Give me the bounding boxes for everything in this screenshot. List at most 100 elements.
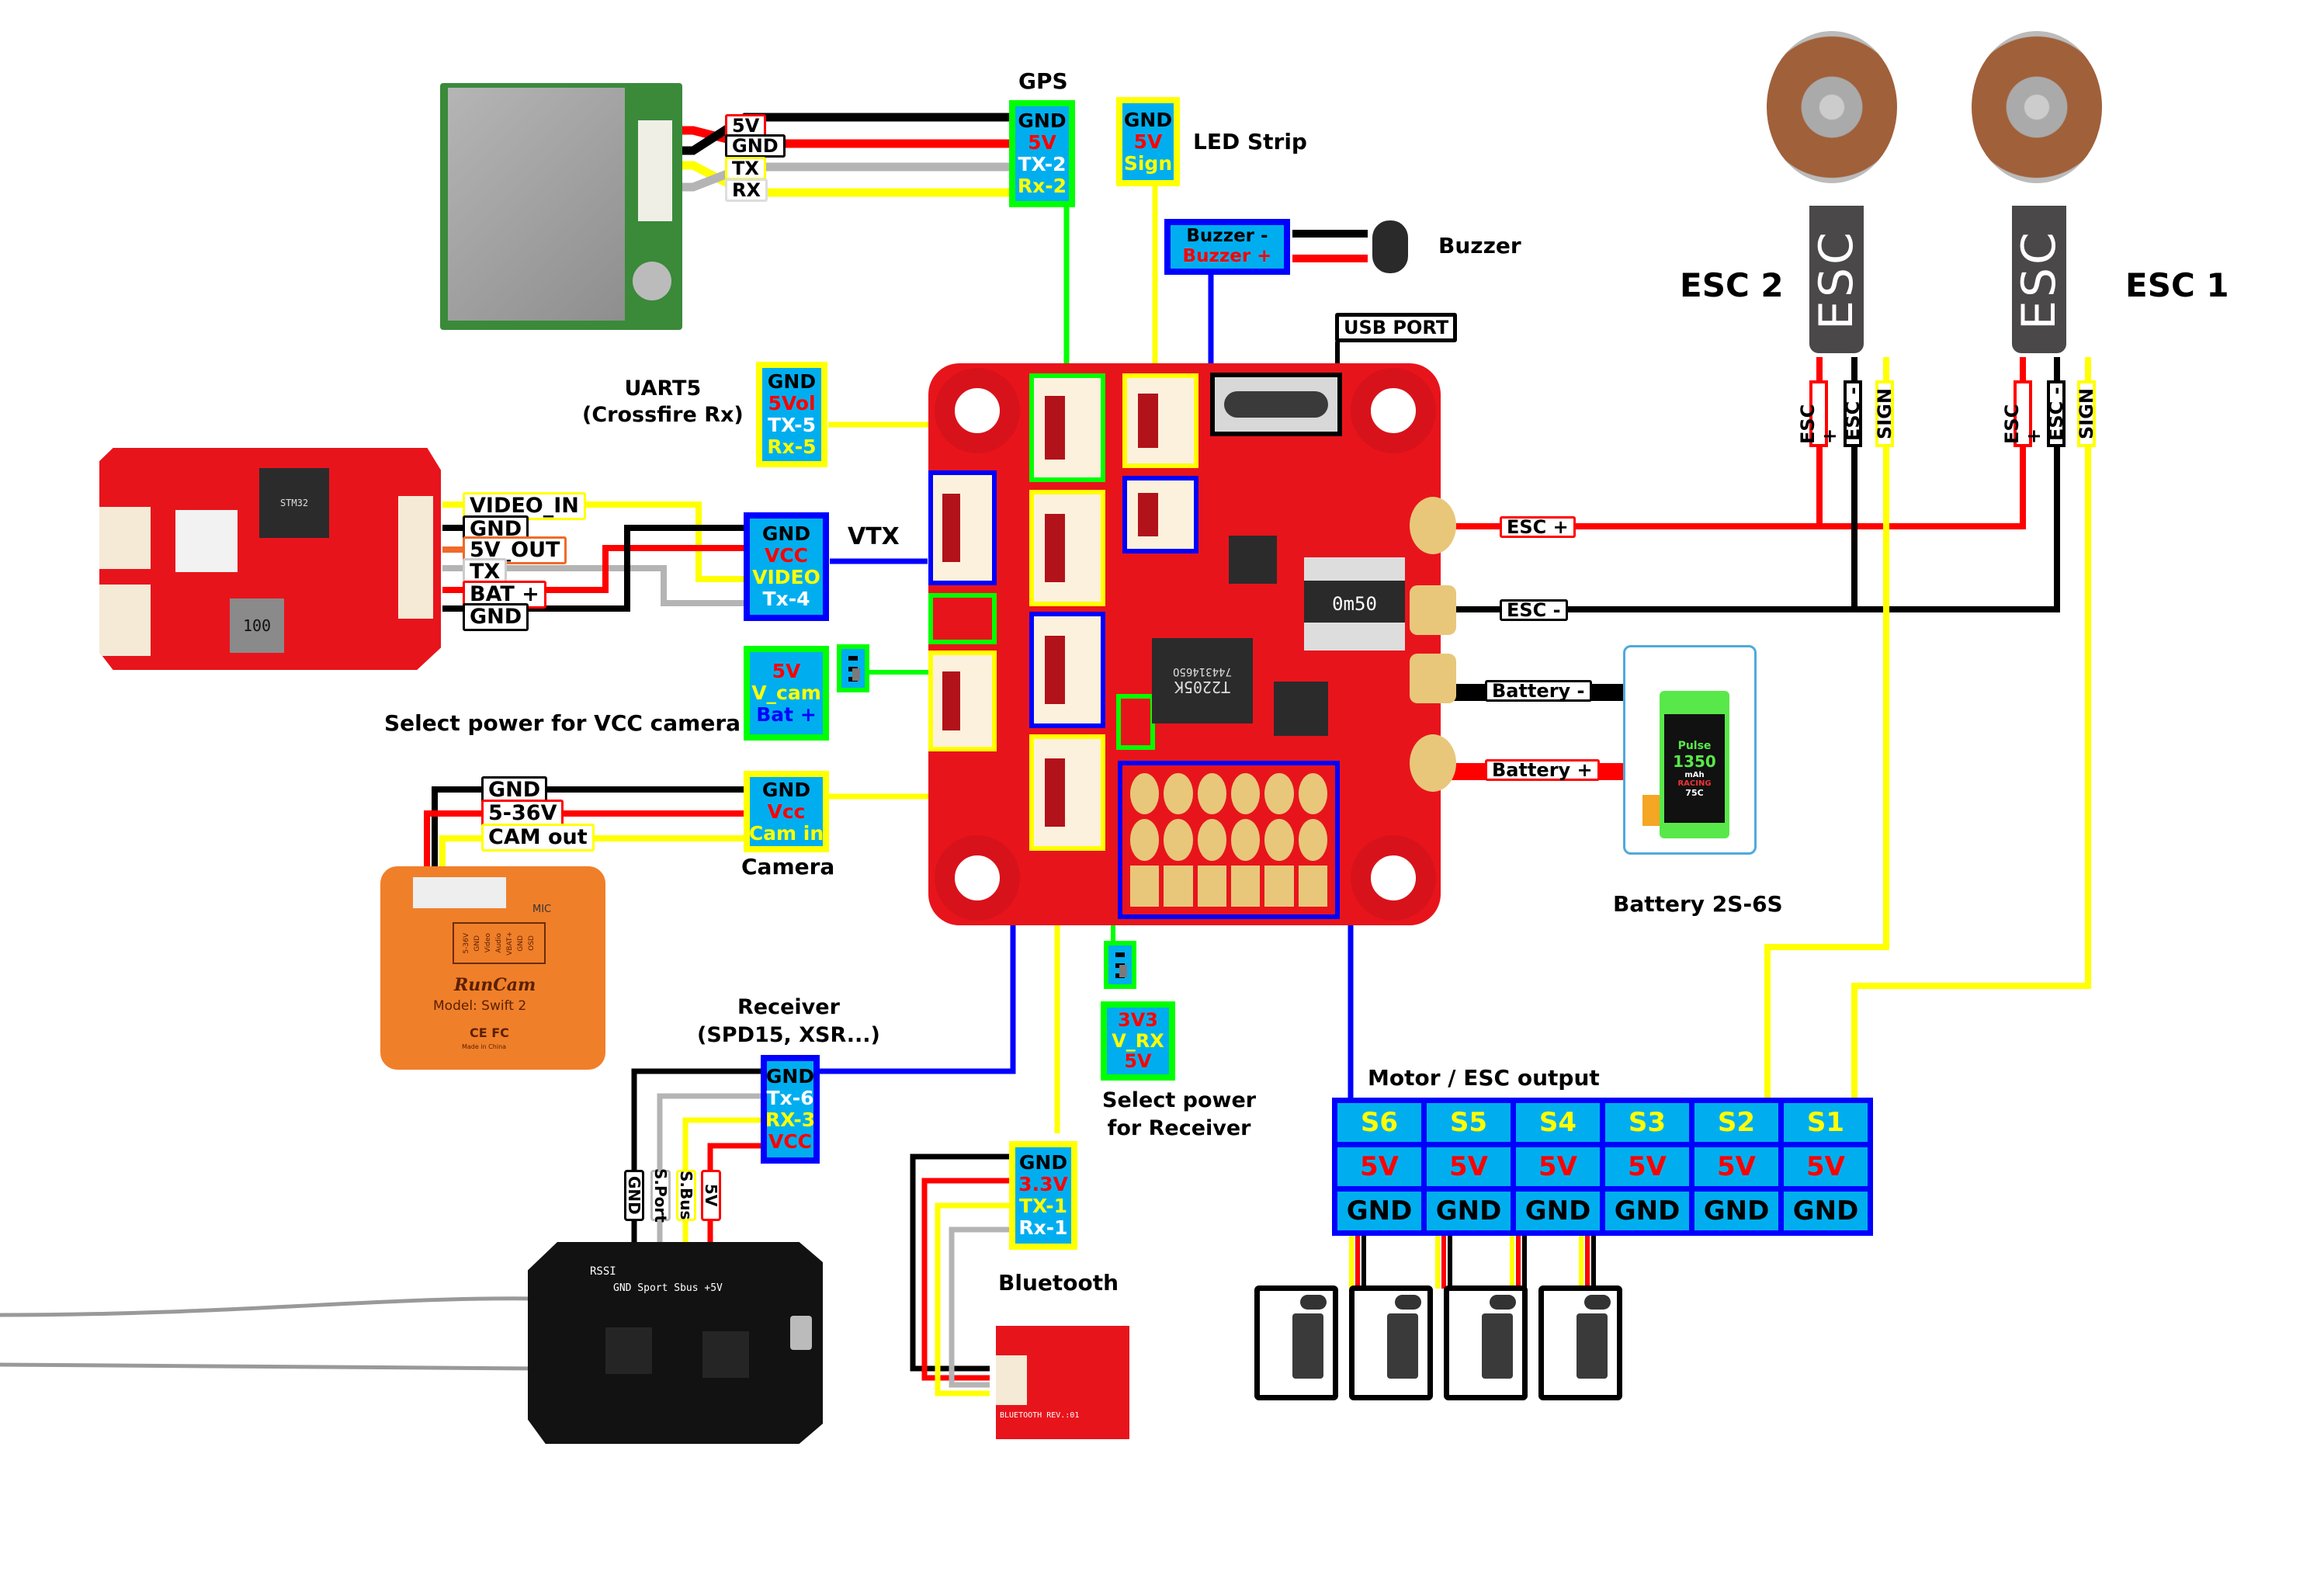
battery-pack: Pulse 1350 mAh RACING 75C: [1660, 691, 1729, 838]
battery-title: Battery 2S-6S: [1613, 891, 1783, 917]
gps-pin-tx: TX-2: [1018, 153, 1067, 175]
gps-pin-5v: 5V: [1028, 131, 1056, 154]
esc-1-label-plus: ESC +: [2001, 380, 2045, 447]
receiver-pin-vcc: VCC: [768, 1130, 813, 1153]
fc-pad-bat-out: [1410, 497, 1456, 554]
motor-output-gnd-2: GND: [1421, 1186, 1516, 1236]
esc-2-label-sign: SIGN: [1874, 380, 1896, 447]
esc-minus-label: ESC -: [1500, 599, 1568, 621]
battery-capacity: 1350: [1673, 751, 1716, 771]
receiver-chip-1: [605, 1327, 652, 1374]
fc-inductor: T2205K 74431465O: [1152, 638, 1253, 723]
fc-port-bluetooth: [1029, 734, 1105, 851]
motor-output-gnd-4: GND: [1600, 1186, 1694, 1236]
led-pin-box: GND 5V Sign: [1116, 97, 1180, 186]
receiver-pin-tx: Tx-6: [766, 1087, 814, 1109]
fc-usb-port: [1210, 373, 1342, 436]
cam-wire-gnd: [432, 786, 744, 893]
mount-hole-tr: [1351, 368, 1436, 453]
esc-2-title: ESC 2: [1680, 266, 1784, 304]
bluetooth-pin-gnd: GND: [1018, 1151, 1068, 1174]
fc-port-gps: [1029, 373, 1105, 482]
vtx-wire-label-gnd2: GND: [463, 603, 529, 631]
bluetooth-pin-33v: 3.3V: [1018, 1173, 1068, 1195]
bluetooth-pin-tx: TX-1: [1018, 1195, 1068, 1217]
fc-port-uart5: [1029, 490, 1105, 606]
camera-pin-print-2: GND: [473, 935, 481, 952]
motor-output-table: S6 S5 S4 S3 S2 S1 5V 5V 5V 5V 5V 5V GND …: [1332, 1098, 1873, 1236]
servo-3: [1444, 1285, 1528, 1400]
rxpower-title-line2: for Receiver: [1107, 1116, 1251, 1140]
campower-title: Select power for VCC camera: [384, 710, 741, 736]
receiver-pin-print: GND Sport Sbus +5V: [613, 1282, 723, 1294]
vtx-wire-gnd2: [442, 525, 744, 612]
esc-2-label-minus: ESC -: [1842, 380, 1864, 447]
vtx-led: [175, 510, 238, 572]
esc2-sign-wire: [1764, 357, 1889, 1102]
rxpower-title: Select power for Receiver: [1102, 1087, 1256, 1143]
campower-pin-bat: Bat +: [756, 703, 817, 726]
rxpower-title-line1: Select power: [1102, 1088, 1257, 1112]
receiver-rssi-label: RSSI: [590, 1265, 616, 1278]
uart5-pin-rx: Rx-5: [767, 435, 817, 458]
gps-pin-rx: Rx-2: [1017, 175, 1067, 197]
esc-minus-wire: [1436, 357, 2060, 612]
esc-2-body-label: ESC: [1809, 229, 1864, 330]
campower-pin-box: 5V V_cam Bat +: [744, 646, 829, 741]
motor-output-gnd-3: GND: [1511, 1186, 1605, 1236]
uart5-title-line1: UART5: [624, 376, 702, 401]
esc-2-body: ESC: [1809, 206, 1864, 353]
motor-output-5v-6: 5V: [1778, 1142, 1873, 1192]
campower-pin-vcam: V_cam: [751, 682, 821, 704]
motor-output-s1: S1: [1778, 1098, 1873, 1147]
camera-pin-print-6: GND: [517, 935, 525, 952]
esc-plus-wire: [1436, 357, 2026, 529]
mount-hole-tl: [935, 368, 1020, 453]
vtx-wire-label-5vout: 5V_OUT: [463, 536, 567, 564]
receiver-title-line2: (SPD15, XSR...): [697, 1023, 880, 1047]
servo-1: [1254, 1285, 1338, 1400]
motor-output-s4: S4: [1511, 1098, 1605, 1147]
esc-plus-label: ESC +: [1500, 516, 1576, 538]
receiver-chip-2: [702, 1331, 749, 1378]
fc-port-vtx: [928, 470, 997, 585]
motor-output-gnd-5: GND: [1689, 1186, 1784, 1236]
battery-minus-label: Battery -: [1485, 680, 1592, 702]
vtx-pin-vcc: VCC: [764, 544, 809, 567]
camera-title: Camera: [741, 854, 835, 880]
esc1-sign-wire: [1851, 357, 2091, 1102]
fc-pad-gnd: [1410, 654, 1456, 703]
esc-1-body-label: ESC: [2012, 229, 2067, 330]
vtx-connector-right: [398, 496, 433, 619]
vtx-pin-tx: Tx-4: [762, 588, 810, 610]
rxpower-pin-5v: 5V: [1124, 1050, 1152, 1073]
buzzer-icon: [1372, 220, 1408, 273]
led-pin-gnd: GND: [1123, 108, 1173, 131]
motor-output-s2: S2: [1689, 1098, 1784, 1147]
battery-frame: Pulse 1350 mAh RACING 75C: [1623, 645, 1757, 855]
fc-inductor-part: 74431465O: [1173, 665, 1232, 678]
battery-xt60: [1642, 795, 1660, 826]
servo-4: [1538, 1285, 1622, 1400]
buzzer-pin-neg: Buzzer -: [1186, 226, 1268, 247]
rx-wire-label-sbus: S.Bus: [676, 1170, 696, 1221]
rxpower-jumper: [1104, 941, 1136, 989]
bt-wire-33: [921, 1178, 1009, 1381]
receiver-pin-gnd: GND: [765, 1065, 815, 1088]
campower-pin-5v: 5V: [772, 660, 801, 682]
motor-output-s3: S3: [1600, 1098, 1694, 1147]
motor-output-power-row: 5V 5V 5V 5V 5V 5V: [1332, 1142, 1873, 1192]
motor-output-5v-5: 5V: [1689, 1142, 1784, 1192]
bluetooth-pin-rx: Rx-1: [1018, 1216, 1068, 1239]
motor-output-gnd-1: GND: [1332, 1186, 1427, 1236]
receiver-antenna-1: [0, 1296, 540, 1317]
motor-output-5v-3: 5V: [1511, 1142, 1605, 1192]
rx-wire-label-sport: S.Port: [650, 1168, 671, 1223]
receiver-bind-button: [790, 1316, 812, 1350]
esc-1-title: ESC 1: [2125, 266, 2229, 304]
gps-wire-label-gnd: GND: [725, 134, 786, 158]
campower-jumper: [837, 644, 869, 692]
runcam-camera: MIC 5-36V GND Video Audio VBAT+ GND OSD …: [380, 866, 605, 1070]
bluetooth-title: Bluetooth: [998, 1270, 1119, 1296]
motor-output-s5: S5: [1421, 1098, 1516, 1147]
